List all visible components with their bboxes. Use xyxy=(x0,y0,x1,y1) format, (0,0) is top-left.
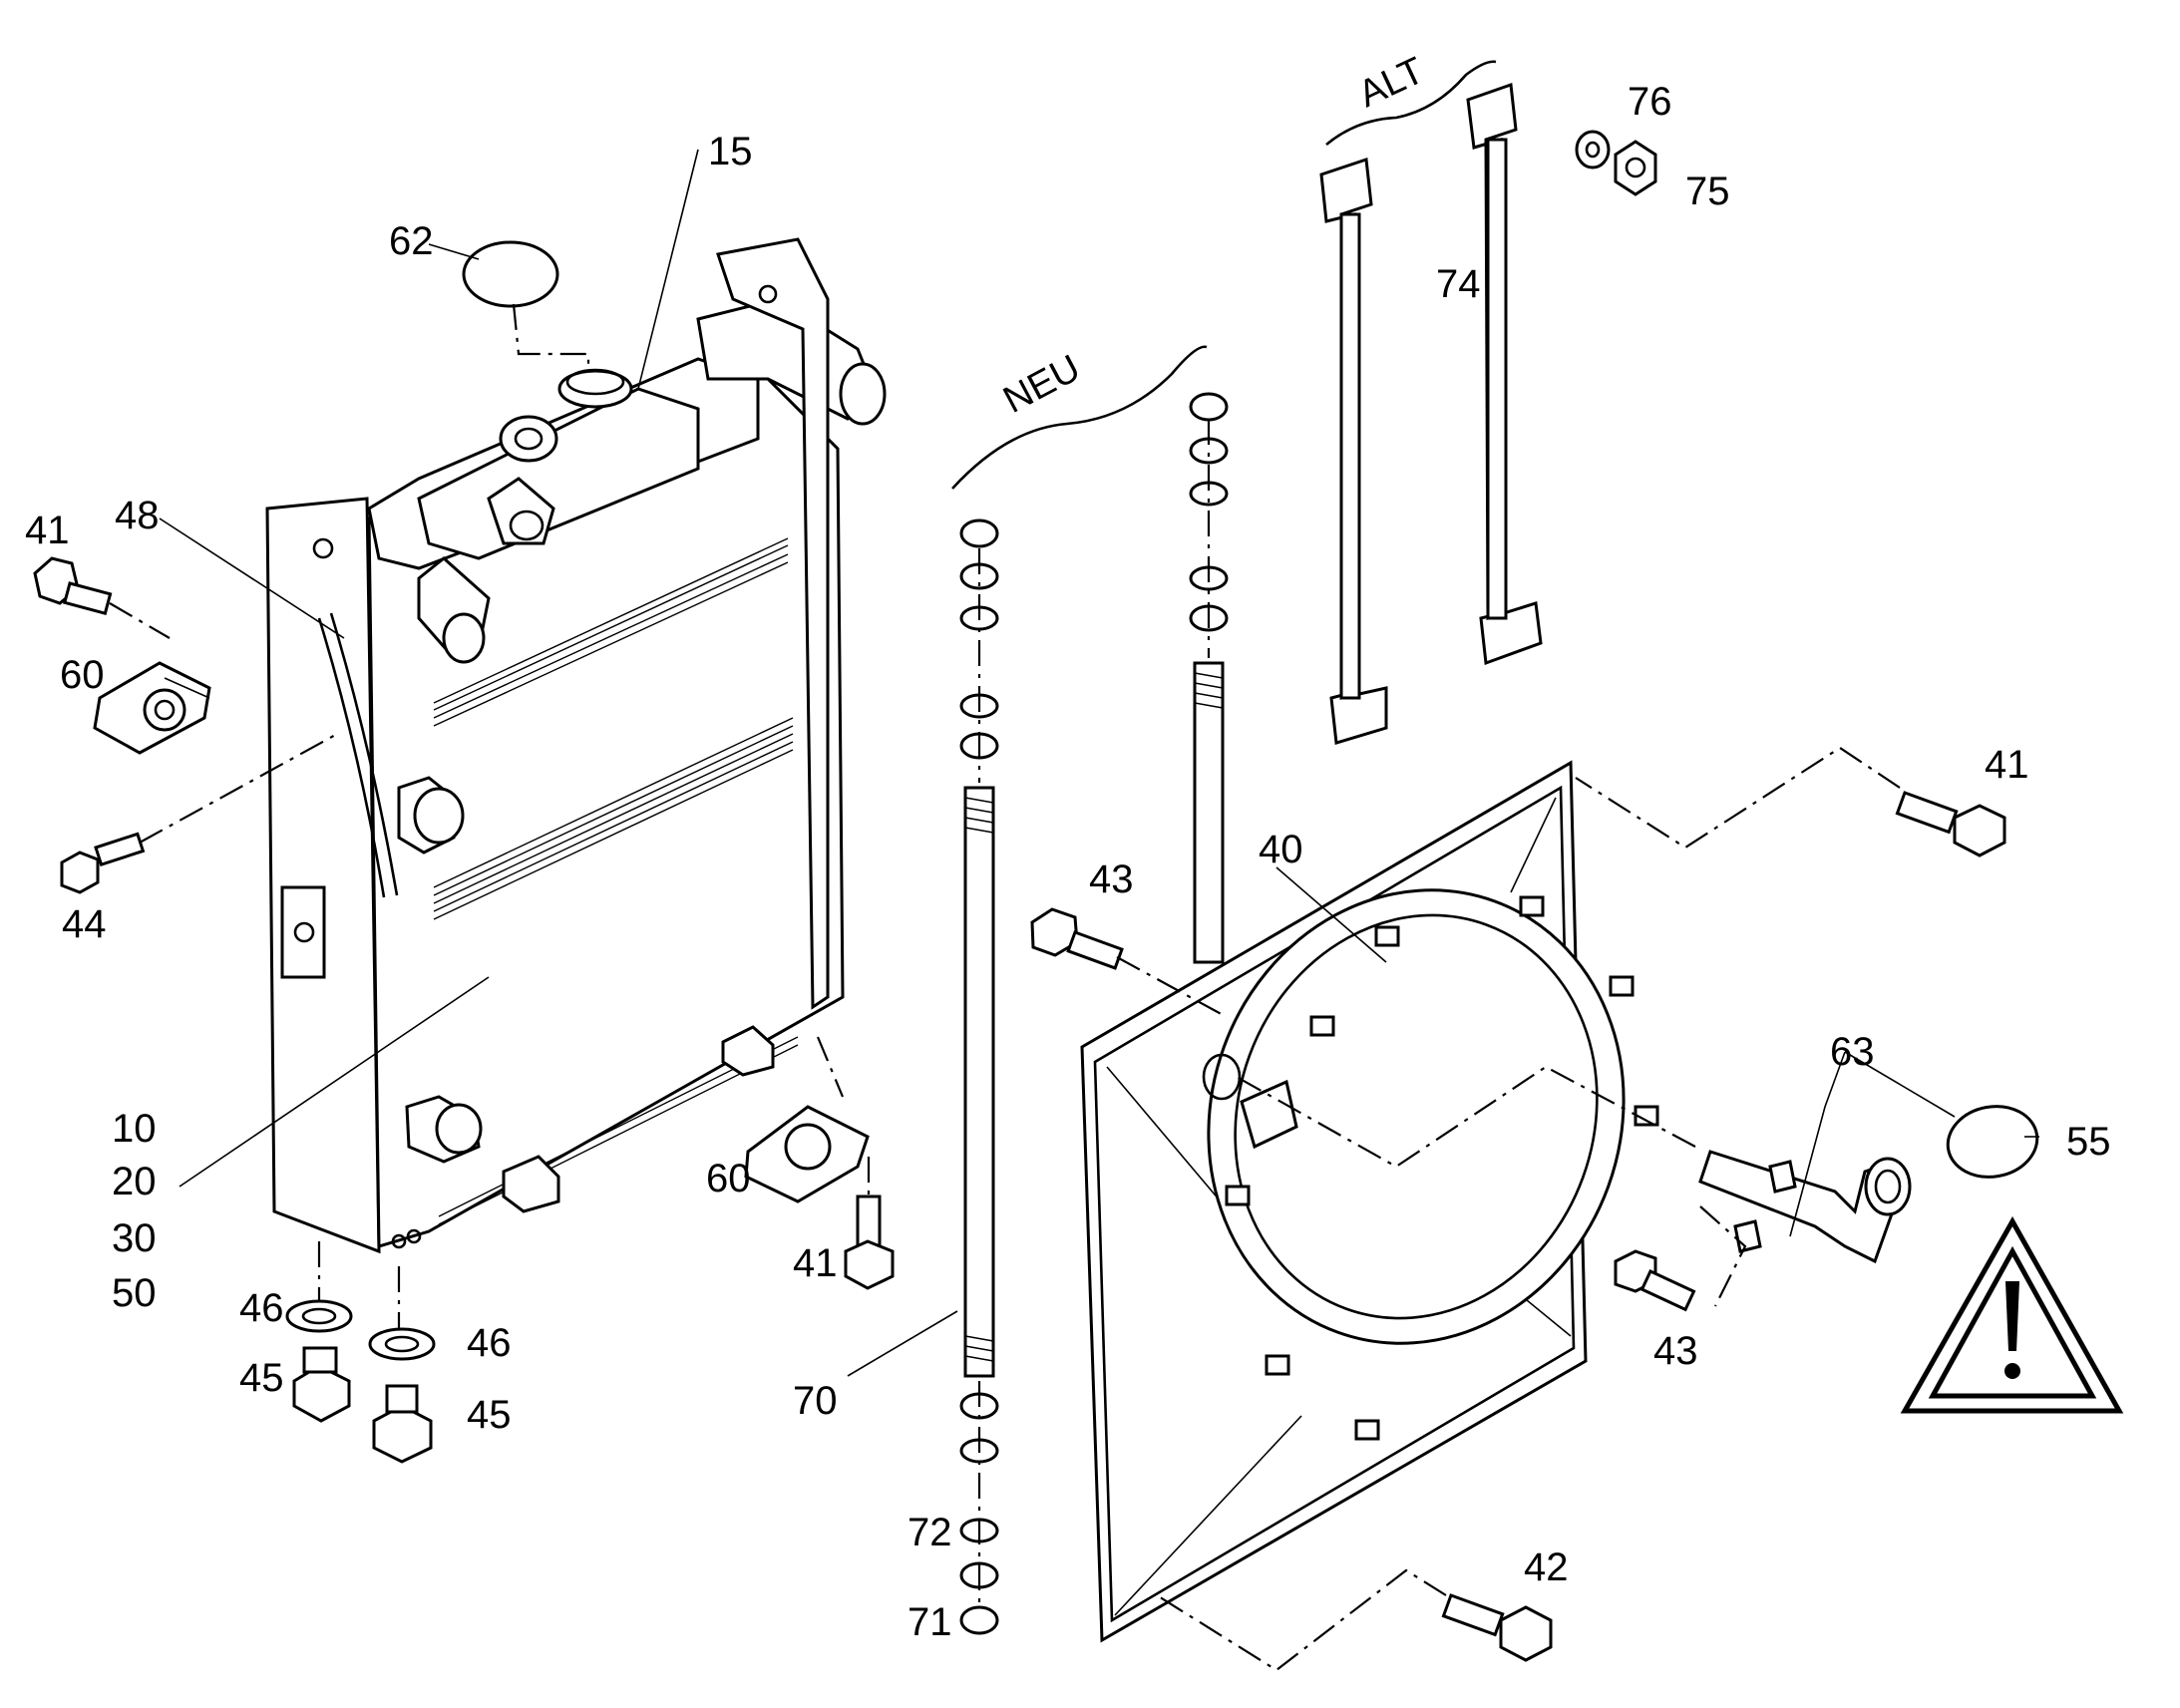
stud-bolt-stack-right xyxy=(1189,392,1229,964)
callout-45-left: 45 xyxy=(239,1356,284,1400)
callout-20: 20 xyxy=(112,1160,157,1203)
callout-44: 44 xyxy=(62,902,107,946)
callout-48: 48 xyxy=(115,494,160,537)
neu-divider xyxy=(951,345,1208,490)
callout-50: 50 xyxy=(112,1271,157,1315)
callout-41-left: 41 xyxy=(25,509,70,552)
callout-41-right: 41 xyxy=(1985,743,2029,787)
radiator-core xyxy=(265,237,887,1254)
callout-71: 71 xyxy=(908,1600,952,1644)
fan-shroud xyxy=(1080,760,1659,1643)
callout-40: 40 xyxy=(1259,828,1303,871)
callout-63: 63 xyxy=(1830,1030,1875,1074)
alt-brackets xyxy=(1319,82,1657,745)
label-neu: NEU xyxy=(997,347,1088,422)
callout-74: 74 xyxy=(1436,262,1481,306)
callout-10: 10 xyxy=(112,1107,157,1151)
callout-76: 76 xyxy=(1628,80,1672,124)
label-alt: ALT xyxy=(1352,50,1430,116)
callout-55: 55 xyxy=(2066,1120,2111,1164)
small-parts xyxy=(33,240,2039,1672)
callout-43-top: 43 xyxy=(1089,857,1134,901)
callout-62: 62 xyxy=(389,219,434,263)
callout-46-left: 46 xyxy=(239,1286,284,1330)
callout-72: 72 xyxy=(908,1511,952,1554)
callout-43-bottom: 43 xyxy=(1653,1329,1698,1373)
callout-15: 15 xyxy=(708,130,753,173)
warning-triangle-icon xyxy=(1900,1215,2124,1414)
callout-60-center: 60 xyxy=(706,1157,751,1200)
callout-30: 30 xyxy=(112,1216,157,1260)
leader-lines xyxy=(159,149,2039,1377)
callout-70: 70 xyxy=(793,1379,838,1423)
callout-42: 42 xyxy=(1524,1545,1569,1589)
stud-bolt-stack xyxy=(959,518,999,1635)
callout-60-left: 60 xyxy=(60,653,105,697)
alt-divider xyxy=(1325,60,1497,146)
callout-75: 75 xyxy=(1685,170,1730,213)
callout-45-right: 45 xyxy=(467,1393,512,1437)
callout-46-right: 46 xyxy=(467,1321,512,1365)
callout-41-center: 41 xyxy=(793,1241,838,1285)
callout-labels: 15 62 41 48 60 44 10 20 30 50 46 45 46 4… xyxy=(25,50,2111,1644)
